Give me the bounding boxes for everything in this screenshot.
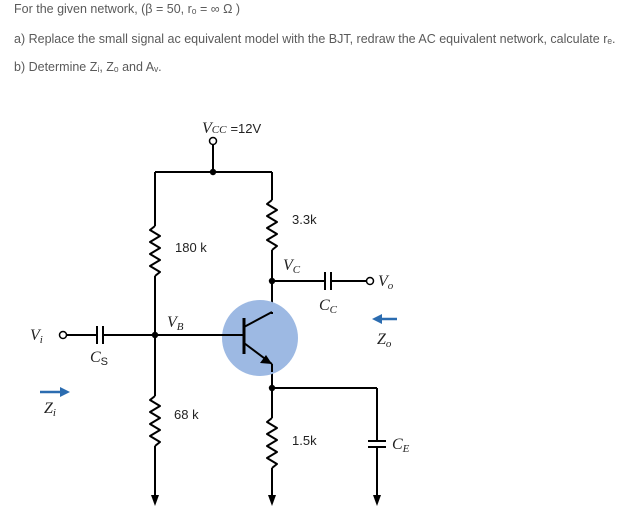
vi-label: V [30,327,42,344]
ce-sub: E [402,443,410,455]
zi-label: Z [44,400,54,417]
svg-text:CC: CC [319,297,338,316]
junction-vcc [209,168,217,176]
ground-left [151,495,159,506]
zi-arrow-head [60,387,70,397]
cs-label: C [90,349,101,366]
r-bias-top-label: 180 k [175,240,207,255]
vo-label: V [378,273,390,290]
vo-sub: o [388,280,394,292]
vcc-terminal [208,136,218,146]
svg-text:VC: VC [283,257,301,276]
ground-ce [373,495,381,506]
vo-terminal [365,276,375,286]
r-collector-label: 3.3k [292,212,317,227]
cc-sub: C [330,304,338,316]
ground-emitter [268,495,276,506]
ce-label: C [392,436,403,453]
zi-sub: i [53,407,56,419]
cc-label: C [319,297,330,314]
vcc-value: =12V [230,121,261,136]
question-given: For the given network, (β = 50, rₒ = ∞ Ω… [14,2,241,16]
vc-sub: C [293,264,301,276]
r-emitter-label: 1.5k [292,433,317,448]
zo-arrow-head [372,314,382,324]
resistor-1-5k [266,417,278,469]
zo-label: Z [377,331,387,348]
resistor-180k [149,225,161,277]
resistor-68k [149,395,161,447]
question-part-a: a) Replace the small signal ac equivalen… [14,32,616,46]
transistor-body [222,300,298,376]
vi-sub: i [40,334,43,346]
junction-collector [268,277,276,285]
transistor-collector-lead [243,311,273,328]
svg-text:Zi: Zi [44,400,56,419]
vb-sub: B [177,321,184,333]
svg-text:Zo: Zo [377,331,392,350]
vb-label: V [167,314,179,331]
svg-text:CE: CE [392,436,410,455]
question-part-b: b) Determine Zᵢ, Zₒ and Aᵥ. [14,60,162,74]
emitter-arrow [260,355,272,364]
svg-text:VCC=12V: VCC=12V [202,120,262,137]
svg-text:CS: CS [90,349,108,368]
zo-sub: o [386,338,392,350]
vc-label: V [283,257,295,274]
svg-text:VB: VB [167,314,184,333]
svg-text:Vi: Vi [30,327,43,346]
vcc-sub: CC [212,124,227,136]
vcc-label: V [202,120,214,137]
cs-sub: S [101,356,108,368]
resistor-3-3k [266,199,278,251]
vi-terminal [58,330,68,340]
junction-emitter [268,384,276,392]
r-bias-bottom-label: 68 k [174,407,199,422]
svg-text:Vo: Vo [378,273,394,292]
